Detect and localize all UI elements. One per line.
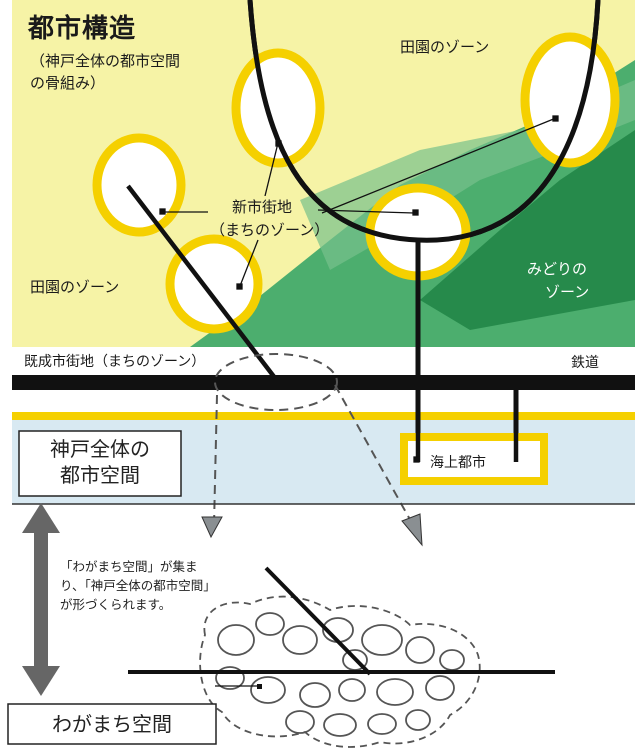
green-zone-label-1: みどりの: [527, 260, 588, 278]
coast-yellow-line: [12, 412, 635, 420]
new-town-label-2: （まちのゾーン）: [210, 221, 330, 239]
kobe-box: [18, 430, 182, 497]
kobe-box-line2: 都市空間: [60, 463, 140, 487]
new-town-ring: [92, 133, 186, 237]
existing-town-band: [12, 347, 635, 375]
new-town-ring: [165, 234, 263, 334]
new-town-label-1: 新市街地: [230, 196, 295, 217]
arrow-down-icon: [201, 516, 223, 539]
wagamachi-box: [7, 703, 217, 745]
wagamachi-box-text: わがまち空間: [52, 712, 172, 736]
sea-city-block: [400, 433, 548, 485]
kobe-box-text: 神戸全体の 都市空間: [19, 436, 181, 488]
zoom-line-right: [334, 384, 414, 526]
railway-label: 鉄道: [571, 355, 599, 371]
detail-diagonal-road: [264, 566, 372, 676]
diagonal-road: [126, 184, 277, 380]
railway-line: [12, 375, 635, 390]
rural-zone-left-label: 田園のゾーン: [30, 278, 120, 296]
arrow-down-icon: [401, 513, 423, 547]
rural-zone-label: 田園のゾーン: [400, 38, 490, 56]
diagram-title: 都市構造: [28, 14, 137, 44]
sea-city-label: 海上都市: [430, 455, 486, 471]
new-town-ring: [231, 48, 325, 168]
double-arrow-icon: [22, 503, 60, 696]
diagram-subtitle: （神戸全体の都市空間の骨組み）: [30, 52, 181, 92]
zoom-ellipse: [214, 353, 338, 411]
green-zone-label-2: ゾーン: [545, 283, 590, 301]
explanation-note: 「わがまち空間」が集まり、「神戸全体の都市空間」が形づくられます。: [60, 559, 210, 612]
leader-lines: [159, 115, 559, 463]
kobe-box-line1: 神戸全体の: [50, 437, 150, 461]
existing-town-label: 既成市街地（まちのゾーン）: [24, 354, 206, 370]
